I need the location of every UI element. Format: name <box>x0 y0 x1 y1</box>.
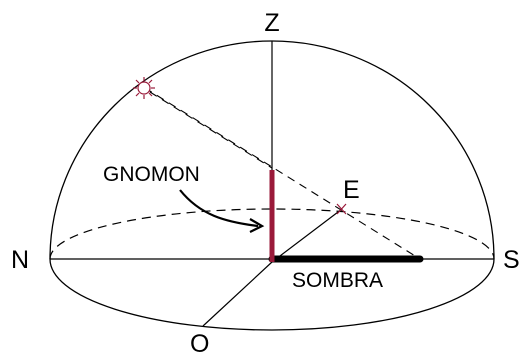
east-label: E <box>343 176 360 204</box>
gnomon-label: GNOMON <box>103 163 200 186</box>
south-label: S <box>503 246 520 274</box>
north-label: N <box>11 246 29 274</box>
gnomon-pointer-arrow <box>179 189 259 228</box>
gnomon-pointer-arrowhead <box>249 218 265 233</box>
sun-icon <box>133 77 155 99</box>
west-line <box>202 261 273 327</box>
shadow-label: SOMBRA <box>292 269 383 292</box>
horizon-front-arc <box>49 258 495 331</box>
horizon-back-arc <box>49 208 495 260</box>
sun-to-gnomon-ray <box>149 91 273 169</box>
west-label: O <box>190 330 209 356</box>
zenith-label: Z <box>264 9 279 37</box>
sun-ray <box>144 87 421 260</box>
east-marker <box>336 203 347 215</box>
east-line <box>271 208 343 263</box>
